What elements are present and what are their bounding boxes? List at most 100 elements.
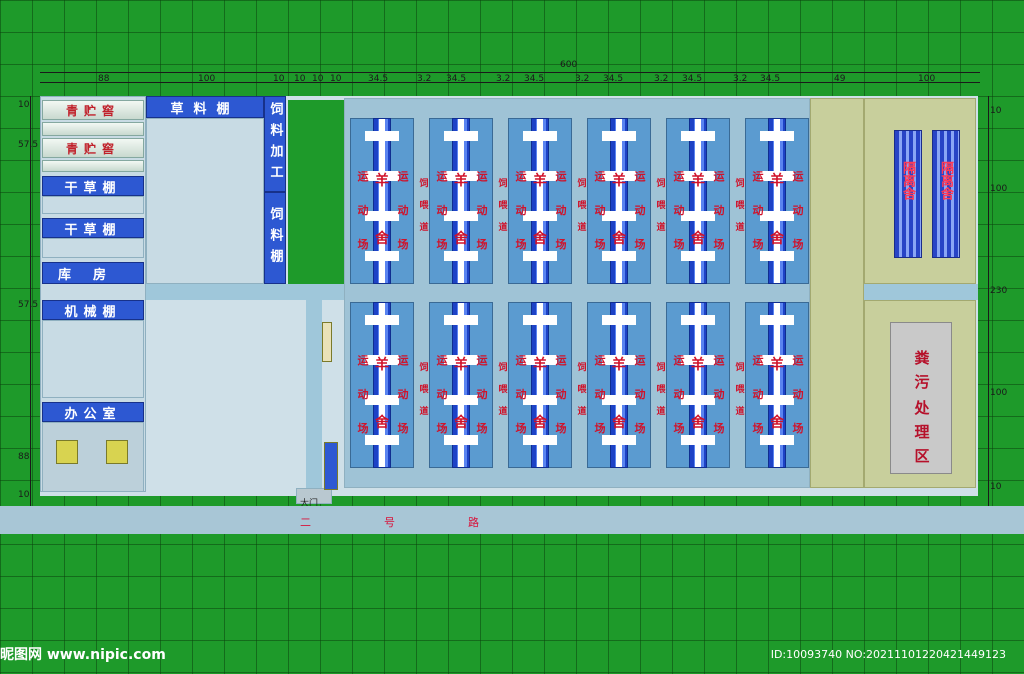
sheep-zone bbox=[344, 98, 810, 488]
sheep-house-label: 舍 bbox=[770, 231, 784, 247]
feeding-passage-label: 饲 bbox=[498, 179, 508, 189]
silage-pit-2: 青贮窖 bbox=[42, 138, 144, 158]
exercise-yard-label: 动 bbox=[397, 204, 409, 217]
exercise-yard-label: 动 bbox=[357, 388, 369, 401]
dim-left-10a: 10 bbox=[18, 100, 30, 110]
sheep-house-label: 舍 bbox=[612, 415, 626, 431]
exercise-yard-label: 场 bbox=[634, 238, 646, 251]
feeding-passage-label: 饲 bbox=[419, 179, 429, 189]
dim-top-10b: 10 bbox=[294, 74, 306, 84]
feeding-passage-label: 喂 bbox=[656, 385, 666, 395]
sheep-house-spine bbox=[537, 303, 543, 467]
sheep-house bbox=[523, 302, 557, 468]
feeding-passage-label: 喂 bbox=[498, 201, 508, 211]
exercise-yard-label: 运 bbox=[515, 170, 527, 183]
exercise-yard-label: 场 bbox=[673, 238, 685, 251]
dim-top-3-2: 3.2 bbox=[496, 74, 511, 84]
sheep-house-label: 舍 bbox=[454, 231, 468, 247]
exercise-yard-label: 动 bbox=[752, 388, 764, 401]
exercise-yard-label: 运 bbox=[752, 170, 764, 183]
sheep-house-spine bbox=[695, 303, 701, 467]
sheep-house bbox=[681, 118, 715, 284]
exercise-yard-label: 场 bbox=[515, 422, 527, 435]
sheep-house-label: 羊 bbox=[691, 173, 705, 189]
forage-shed: 草料棚 bbox=[146, 96, 264, 118]
exercise-yard-label: 运 bbox=[555, 170, 567, 183]
sheep-house-label: 舍 bbox=[533, 231, 547, 247]
notice-board bbox=[322, 322, 332, 362]
sheep-house-label: 舍 bbox=[454, 415, 468, 431]
sheep-house-label: 舍 bbox=[691, 415, 705, 431]
exercise-yard-label: 动 bbox=[436, 388, 448, 401]
green-strip bbox=[288, 100, 344, 284]
exercise-yard-label: 动 bbox=[476, 388, 488, 401]
sheep-house-label: 舍 bbox=[375, 415, 389, 431]
sheep-house bbox=[365, 118, 399, 284]
isolation-house-2-label: 隔离舍 bbox=[938, 161, 953, 200]
dim-top-49: 49 bbox=[834, 74, 846, 84]
sheep-house-label: 舍 bbox=[612, 231, 626, 247]
exercise-yard-label: 场 bbox=[397, 422, 409, 435]
feeding-passage-label: 道 bbox=[577, 407, 587, 417]
exercise-yard-label: 运 bbox=[634, 170, 646, 183]
exercise-yard-label: 运 bbox=[634, 354, 646, 367]
sheep-house-spine bbox=[379, 119, 385, 283]
exercise-yard-label: 场 bbox=[713, 422, 725, 435]
hay-shed-1: 干草棚 bbox=[42, 176, 144, 196]
feeding-passage-label: 道 bbox=[498, 223, 508, 233]
dim-right-10b: 10 bbox=[990, 482, 1002, 492]
exercise-yard-label: 运 bbox=[476, 170, 488, 183]
exercise-yard-label: 场 bbox=[594, 422, 606, 435]
sheep-house-spine bbox=[537, 119, 543, 283]
feeding-passage-label: 喂 bbox=[735, 201, 745, 211]
exercise-yard-label: 动 bbox=[357, 204, 369, 217]
hay-shed-2: 干草棚 bbox=[42, 218, 144, 238]
dim-top-34-2: 34.5 bbox=[446, 74, 467, 84]
exercise-yard-label: 运 bbox=[357, 170, 369, 183]
feeding-passage-label: 饲 bbox=[656, 363, 666, 373]
exercise-yard-label: 运 bbox=[555, 354, 567, 367]
feeding-passage-label: 喂 bbox=[577, 385, 587, 395]
exercise-yard-label: 场 bbox=[752, 238, 764, 251]
feeding-passage-label: 喂 bbox=[419, 201, 429, 211]
hay-shed-1-body bbox=[42, 196, 144, 214]
exercise-yard-label: 动 bbox=[713, 204, 725, 217]
exercise-yard-label: 运 bbox=[752, 354, 764, 367]
feeding-passage-label: 喂 bbox=[498, 385, 508, 395]
feeding-passage-label: 道 bbox=[656, 407, 666, 417]
exercise-yard-label: 动 bbox=[515, 388, 527, 401]
sheep-house-label: 羊 bbox=[375, 357, 389, 373]
sheep-house-label: 羊 bbox=[533, 173, 547, 189]
exercise-yard-label: 场 bbox=[397, 238, 409, 251]
sheep-house-spine bbox=[774, 119, 780, 283]
dim-left-57a: 57.5 bbox=[18, 140, 39, 150]
office-sign-2 bbox=[106, 440, 128, 464]
sheep-house bbox=[760, 118, 794, 284]
exercise-yard-label: 运 bbox=[397, 354, 409, 367]
feeding-passage-label: 饲 bbox=[735, 363, 745, 373]
silage-pit-2b bbox=[42, 160, 144, 172]
exercise-yard-label: 场 bbox=[792, 238, 804, 251]
isolation-house-1: 隔离舍 bbox=[894, 130, 922, 258]
exercise-yard-label: 动 bbox=[752, 204, 764, 217]
exercise-yard-label: 运 bbox=[436, 170, 448, 183]
feeding-passage-label: 喂 bbox=[735, 385, 745, 395]
exercise-yard-label: 动 bbox=[673, 204, 685, 217]
sheep-house-label: 羊 bbox=[691, 357, 705, 373]
sheep-house-label: 羊 bbox=[612, 173, 626, 189]
forage-shed-body bbox=[146, 118, 264, 284]
road-char-1: 二 bbox=[300, 516, 311, 529]
exercise-yard-label: 动 bbox=[713, 388, 725, 401]
top-dim-line-2 bbox=[40, 82, 980, 83]
exercise-yard-label: 场 bbox=[515, 238, 527, 251]
exercise-yard-label: 场 bbox=[357, 422, 369, 435]
dim-right-10a: 10 bbox=[990, 106, 1002, 116]
sheep-house bbox=[444, 118, 478, 284]
green-strip-2 bbox=[146, 300, 306, 492]
road-char-2: 号 bbox=[384, 516, 395, 529]
exercise-yard-label: 动 bbox=[792, 388, 804, 401]
sheep-house-label: 羊 bbox=[454, 357, 468, 373]
exercise-yard-label: 场 bbox=[634, 422, 646, 435]
sheep-house-label: 舍 bbox=[770, 415, 784, 431]
dim-top-34-4: 34.5 bbox=[603, 74, 624, 84]
